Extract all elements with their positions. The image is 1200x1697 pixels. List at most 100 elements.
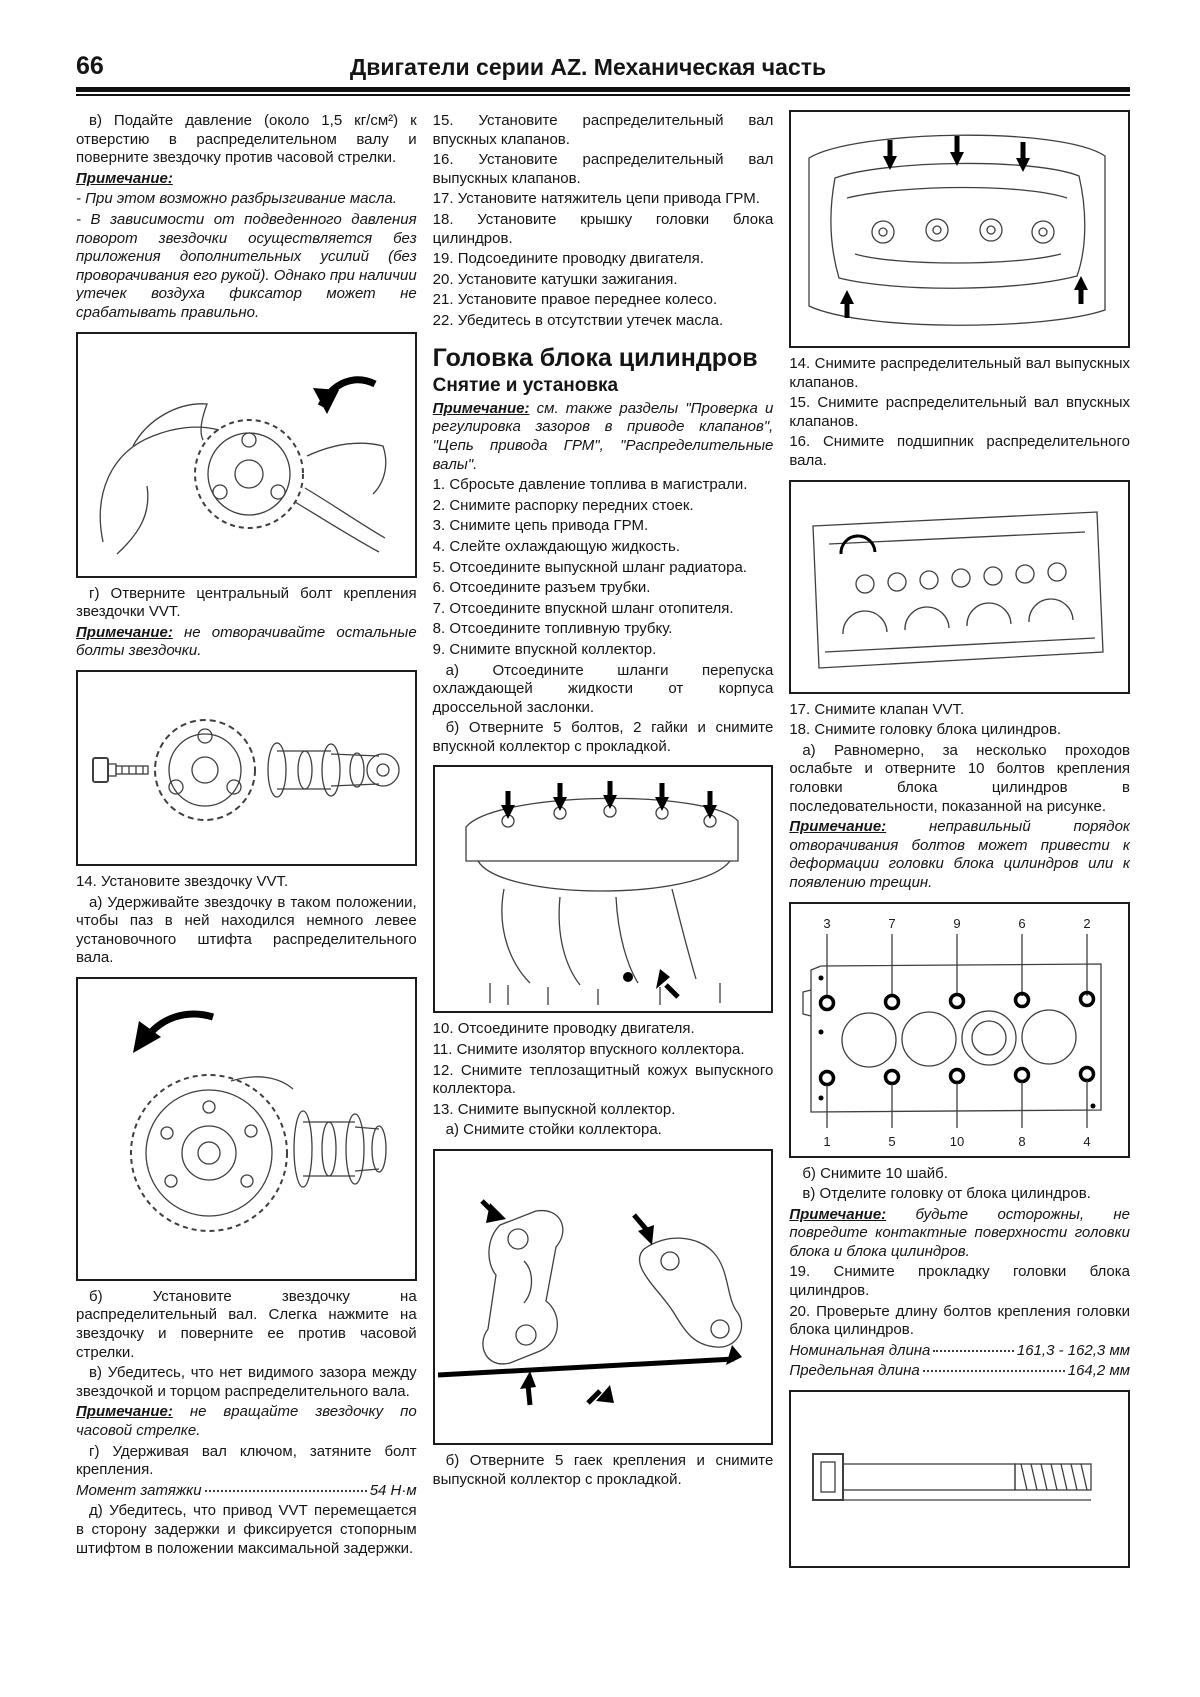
three-column-layout: в) Подайте давление (около 1,5 кг/см²) к…: [76, 110, 1130, 1650]
note-wrong-order-text: неправильный порядок отворачивания болто…: [789, 818, 1130, 891]
step-5-radiator-hose: 5. Отсоедините выпускной шланг радиатора…: [432, 558, 747, 576]
column-middle: 15. Установите распределительный вал впу…: [432, 110, 774, 1650]
step-18a-loosen-bolts: а) Равномерно, за несколько проходов осл…: [789, 741, 1130, 815]
bolt-number-bottom-1: 1: [823, 1134, 830, 1149]
header-rule-thick: [76, 87, 1130, 92]
note-be-careful: Примечание: будьте осторожны, не повреди…: [789, 1206, 1130, 1262]
figure-sprocket-turn: [76, 976, 417, 1281]
torque-value: 54 Н·м: [369, 1481, 417, 1499]
bolt-number-bottom-2: 5: [888, 1134, 895, 1149]
figure-head-bolt: [789, 1390, 1130, 1569]
engine-top-drawing: [808, 134, 1106, 326]
note-no-clockwise-text: не вращайте звездочку по часовой стрелке…: [76, 1403, 417, 1440]
step-13a-brackets: а) Снимите стойки коллектора.: [445, 1121, 662, 1139]
figure-cylinder-head: [789, 479, 1130, 694]
step-12-heat-shield: 12. Снимите теплозащитный кожух выпускно…: [432, 1061, 774, 1098]
column-right: 14. Снимите распределительный вал выпуск…: [789, 110, 1130, 1650]
bolt-number-top-1: 3: [823, 916, 830, 931]
bolt-number-bottom-5: 4: [1083, 1134, 1090, 1149]
step-9a-bypass-hoses: а) Отсоедините шланги перепуска охлаждаю…: [432, 661, 774, 716]
nominal-length-spec: Номинальная длина 161,3 - 162,3 мм: [789, 1342, 1130, 1361]
note-see-also-text: см. также разделы "Проверка и регулировк…: [432, 399, 774, 473]
bolt-number-top-4: 6: [1018, 916, 1025, 931]
torque-spec: Момент затяжки 54 Н·м: [76, 1482, 417, 1501]
note-oil-splash: - При этом возможно разбрызгивание масла…: [76, 190, 397, 208]
dotted-leader: [204, 1489, 367, 1492]
step-22-check-leaks: 22. Убедитесь в отсутствии утечек масла.: [432, 311, 724, 329]
manifold-brackets-drawing: [438, 1199, 743, 1406]
figure-manifold-brackets: [432, 1149, 774, 1446]
step-15-remove-intake-cam: 15. Снимите распределительный вал впускн…: [789, 394, 1130, 430]
note-pressure-turn: - В зависимости от подведенного давления…: [76, 210, 417, 321]
head-bolt-drawing: [811, 1453, 1092, 1502]
note-label-line: Примечание:: [76, 170, 417, 189]
step-2-strut-brace: 2. Снимите распорку передних стоек.: [432, 496, 694, 514]
camshaft-vvt-gear-drawing: [92, 718, 400, 821]
step-18-install-cover: 18. Установите крышку головки блока цили…: [432, 210, 774, 247]
step-14v-no-gap: в) Убедитесь, что нет видимого зазора ме…: [76, 1364, 417, 1400]
step-10-disconnect-wiring: 10. Отсоедините проводку двигателя.: [432, 1020, 695, 1038]
torque-label: Момент затяжки: [76, 1481, 202, 1499]
limit-length-value: 164,2 мм: [1067, 1362, 1130, 1380]
step-v-pressure: в) Подайте давление (около 1,5 кг/см²) к…: [76, 112, 417, 167]
step-9-intake-manifold: 9. Снимите впускной коллектор.: [432, 640, 657, 658]
step-18-remove-head: 18. Снимите головку блока цилиндров.: [789, 721, 1062, 739]
bolt-number-top-3: 9: [953, 916, 960, 931]
step-20-check-bolt-length: 20. Проверьте длину болтов крепления гол…: [789, 1302, 1130, 1339]
bolt-number-bottom-3: 10: [949, 1134, 963, 1149]
figure-hold-vvt-sprocket: [76, 331, 417, 578]
note-label: Примечание:: [432, 399, 530, 417]
step-16-install-exhaust-cam: 16. Установите распределительный вал вып…: [432, 151, 774, 187]
hold-vvt-sprocket-drawing: [99, 375, 387, 555]
step-14b-install-on-cam: б) Установите звездочку на распределител…: [76, 1287, 417, 1361]
note-label: Примечание:: [76, 623, 173, 641]
step-15-install-intake-cam: 15. Установите распределительный вал впу…: [432, 112, 774, 148]
nominal-length-label: Номинальная длина: [789, 1341, 931, 1359]
limit-length-spec: Предельная длина 164,2 мм: [789, 1362, 1130, 1381]
column-left: в) Подайте давление (около 1,5 кг/см²) к…: [76, 110, 417, 1650]
step-4-drain-coolant: 4. Слейте охлаждающую жидкость.: [432, 537, 681, 555]
section-title: Головка блока цилиндров: [432, 343, 758, 372]
dotted-leader: [922, 1370, 1065, 1373]
step-16-remove-cam-bearing: 16. Снимите подшипник распределительного…: [789, 433, 1130, 469]
step-19-remove-gasket: 19. Снимите прокладку головки блока цили…: [789, 1263, 1130, 1300]
step-14-remove-exhaust-cam: 14. Снимите распределительный вал выпуск…: [789, 355, 1130, 391]
limit-length-label: Предельная длина: [789, 1362, 920, 1380]
bolt-number-top-5: 2: [1083, 916, 1090, 931]
step-18b-washers: б) Снимите 10 шайб.: [802, 1164, 948, 1182]
figure-engine-top: [789, 110, 1130, 348]
note-other-bolts-text: не отворачивайте остальные болты звездоч…: [76, 623, 417, 660]
step-6-pipe-connector: 6. Отсоедините разъем трубки.: [432, 579, 651, 597]
note-see-also: Примечание: см. также разделы "Проверка …: [433, 400, 774, 474]
figure-bolt-loosening-sequence: 3 7 9 6 2 1 5 10 8: [789, 901, 1130, 1158]
step-14-install-sprocket: 14. Установите звездочку VVT.: [76, 872, 289, 890]
step-8-fuel-pipe: 8. Отсоедините топливную трубку.: [432, 620, 673, 638]
figure-camshaft-vvt-gear: [76, 669, 417, 866]
step-13-exhaust-manifold: 13. Снимите выпускной коллектор.: [432, 1100, 676, 1118]
note-label: Примечание:: [789, 818, 887, 836]
step-7-heater-hose: 7. Отсоедините впускной шланг отопителя.: [432, 599, 734, 617]
note-label: Примечание:: [76, 1403, 173, 1421]
step-14g-tighten: г) Удерживая вал ключом, затяните болт к…: [76, 1442, 417, 1479]
step-1-fuel-pressure: 1. Сбросьте давление топлива в магистрал…: [432, 476, 748, 494]
note-no-clockwise: Примечание: не вращайте звездочку по час…: [76, 1403, 417, 1440]
step-20-install-coils: 20. Установите катушки зажигания.: [432, 270, 678, 288]
intake-manifold-drawing: [465, 781, 739, 1006]
section-subtitle: Снятие и установка: [432, 374, 619, 396]
step-13b-five-nuts: б) Отверните 5 гаек крепления и снимите …: [432, 1452, 774, 1488]
nominal-length-value: 161,3 - 162,3 мм: [1016, 1341, 1130, 1359]
step-9b-five-bolts: б) Отверните 5 болтов, 2 гайки и снимите…: [432, 719, 774, 755]
figure-intake-manifold: [432, 765, 774, 1014]
sprocket-turn-drawing: [130, 1010, 387, 1232]
step-14d-vvt-retard: д) Убедитесь, что привод VVT перемещаетс…: [76, 1502, 417, 1557]
step-3-timing-chain: 3. Снимите цепь привода ГРМ.: [432, 517, 649, 535]
step-21-install-wheel: 21. Установите правое переднее колесо.: [432, 291, 718, 309]
page-title: Двигатели серии AZ. Механическая часть: [349, 54, 827, 80]
step-18v-separate-head: в) Отделите головку от блока цилиндров.: [802, 1185, 1091, 1203]
bolt-sequence-diagram: 3 7 9 6 2 1 5 10 8: [802, 916, 1102, 1149]
cylinder-head-drawing: [811, 510, 1104, 669]
note-label: Примечание:: [789, 1205, 887, 1223]
note-wrong-order: Примечание: неправильный порядок отворач…: [789, 818, 1130, 892]
step-17-install-tensioner: 17. Установите натяжитель цепи привода Г…: [432, 190, 760, 208]
